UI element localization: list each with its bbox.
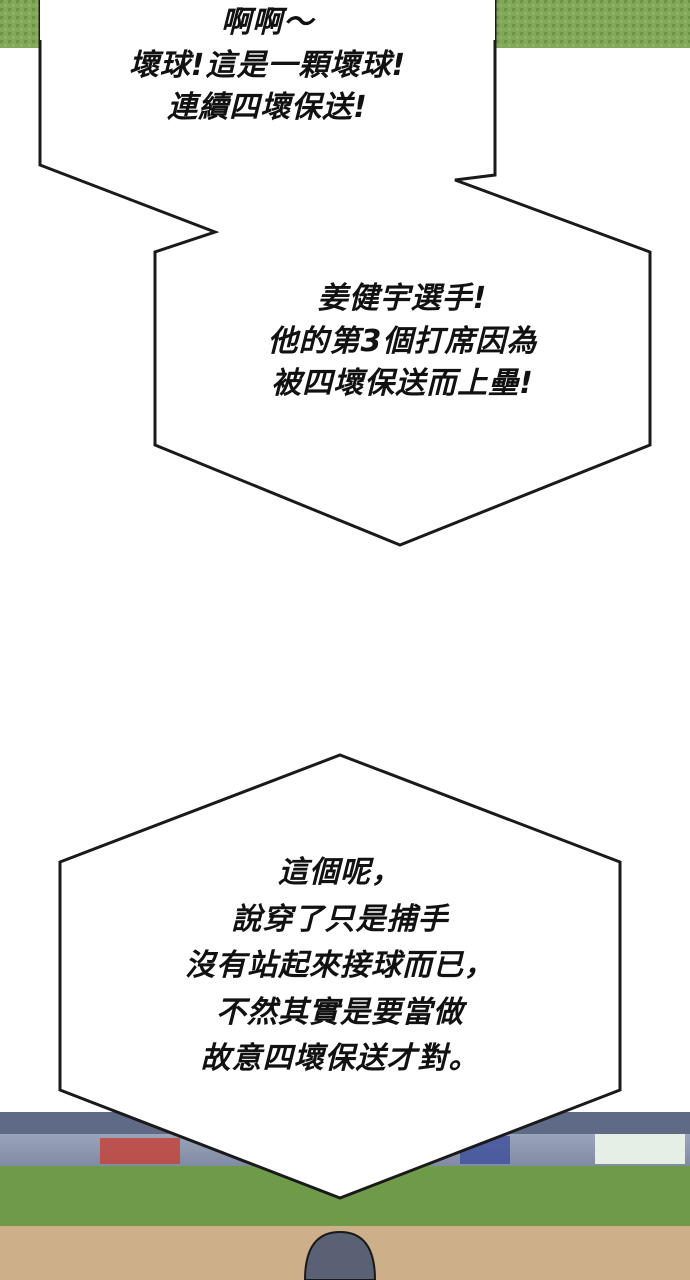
bubble-3-text: 這個呢， 說穿了只是捕手 沒有站起來接球而已， 不然其實是要當做 故意四壞保送才… bbox=[60, 850, 620, 1083]
speech-bubble-3 bbox=[58, 753, 622, 1200]
bubble-1-line-3: 連續四壞保送! bbox=[167, 90, 368, 126]
bubble-2-line-2: 他的第3個打席因為 bbox=[267, 323, 538, 359]
bubble-2-text: 姜健宇選手! 他的第3個打席因為 被四壞保送而上壘! bbox=[160, 278, 645, 406]
bubble-2-line-1: 姜健宇選手! bbox=[317, 281, 488, 316]
bubble-1-line-1: 啊啊～ bbox=[221, 5, 314, 40]
bubble-3-line-3: 沒有站起來接球而已， bbox=[185, 948, 495, 983]
bubble-3-line-2: 說穿了只是捕手 bbox=[231, 901, 449, 937]
cap-logo-icon bbox=[303, 1230, 377, 1280]
bubble-3-line-5: 故意四壞保送才對。 bbox=[200, 1041, 480, 1076]
bubble-3-line-1: 這個呢， bbox=[278, 855, 402, 890]
bubble-2-line-3: 被四壞保送而上壘! bbox=[271, 366, 534, 402]
bubble-3-line-4: 不然其實是要當做 bbox=[216, 994, 464, 1030]
bubble-1-line-2: 壞球!這是一顆壞球! bbox=[128, 47, 407, 83]
bubble-1-text: 啊啊～ 壞球!這是一顆壞球! 連續四壞保送! bbox=[40, 2, 495, 130]
speech-bubble-1 bbox=[38, 0, 652, 547]
